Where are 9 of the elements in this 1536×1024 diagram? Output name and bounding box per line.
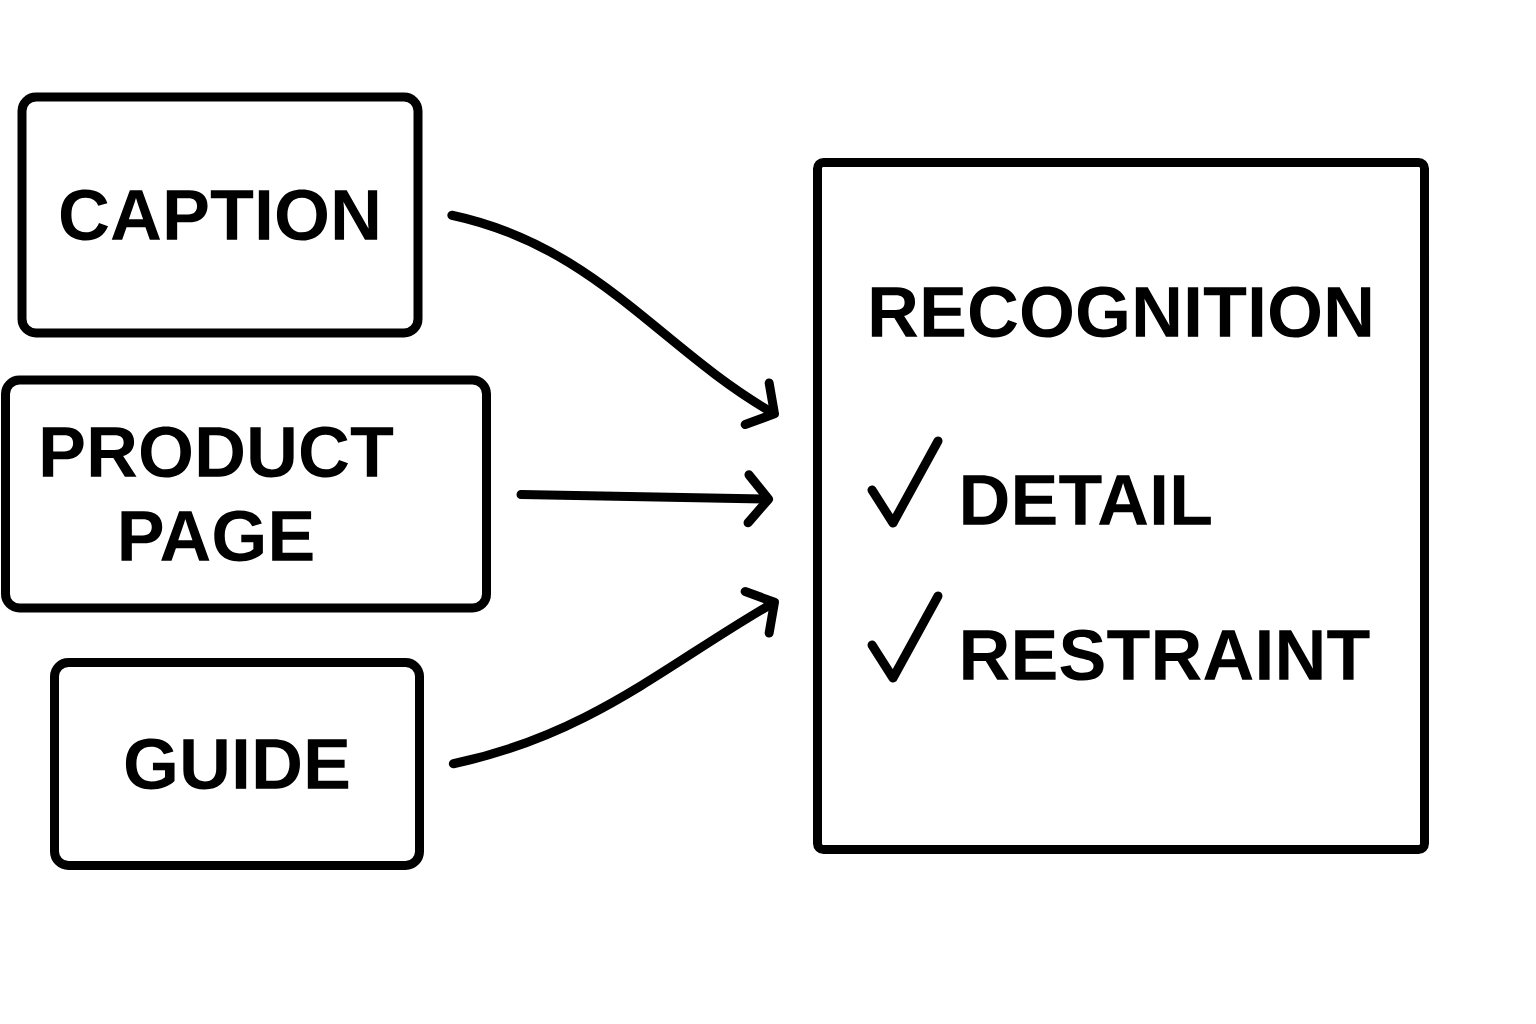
arrow (448, 586, 779, 769)
checklist-item: RESTRAINT (963, 629, 1370, 681)
checklist-item: DETAIL (963, 475, 1211, 525)
arrow (516, 470, 773, 528)
process-box: PRODUCT PAGE (1, 375, 491, 613)
process-box: CAPTION (17, 92, 423, 338)
box-heading: RECOGNITION (871, 286, 1371, 338)
process-box: GUIDE (50, 658, 424, 870)
arrow (447, 210, 779, 430)
